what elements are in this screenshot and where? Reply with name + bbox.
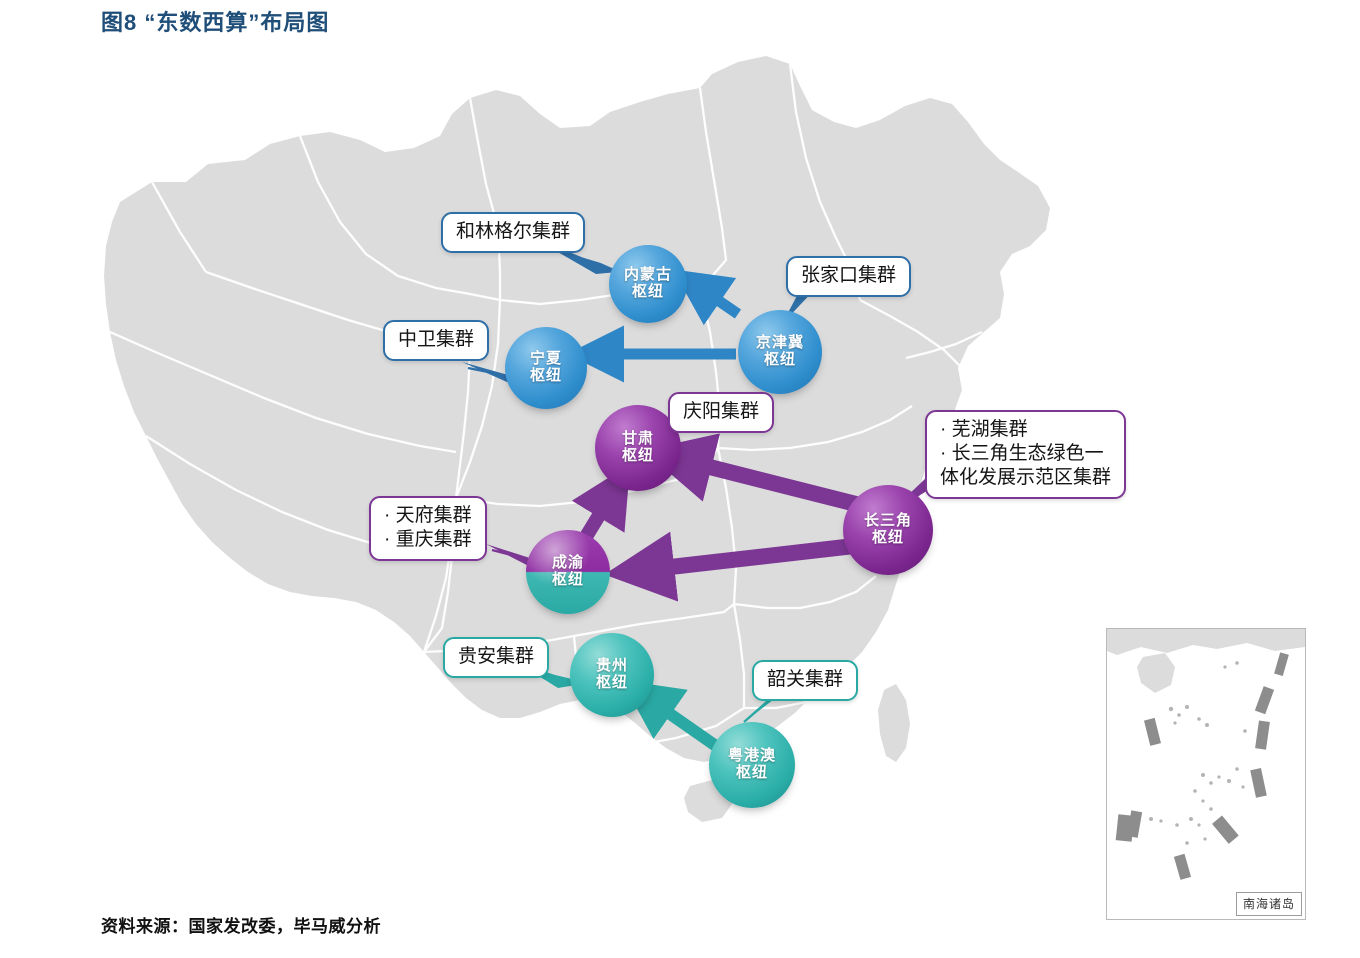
map-canvas: 内蒙古 枢纽 京津冀 枢纽 宁夏 枢纽 甘肃 枢纽 长三角 枢纽 成渝 枢纽 贵… [0,32,1360,920]
flow-arrows [567,269,858,751]
hub-node-changsanjiao[interactable]: 长三角 枢纽 [843,485,933,575]
hub-node-ningxia[interactable]: 宁夏 枢纽 [505,327,587,409]
callout-line: · 芜湖集群 [940,419,1028,440]
callout-line: 韶关集群 [767,669,844,690]
callout-line: 张家口集群 [801,265,897,286]
south-china-sea-inset: 南海诸岛 [1106,628,1306,920]
china-landmass [104,56,1050,822]
callout-shaoguan[interactable]: 韶关集群 [752,660,859,701]
source-note: 资料来源：国家发改委，毕马威分析 [101,917,381,936]
callout-helingeer[interactable]: 和林格尔集群 [441,212,586,253]
callout-qingyang[interactable]: 庆阳集群 [668,392,775,433]
hub-node-guizhou[interactable]: 贵州 枢纽 [570,633,654,717]
callout-zhangjiakou[interactable]: 张家口集群 [786,256,912,297]
china-map-graphic [104,56,1050,822]
hub-label-line2: 枢纽 [595,674,628,691]
hub-label-line1: 京津冀 [755,334,804,352]
hub-label-line1: 贵州 [595,657,628,675]
callout-line: 中卫集群 [398,329,475,350]
callout-chengyu-clusters[interactable]: · 天府集群 · 重庆集群 [369,496,487,561]
callout-zhongwei[interactable]: 中卫集群 [383,320,490,361]
hub-label-line2: 枢纽 [763,351,796,368]
hub-node-jingjinji[interactable]: 京津冀 枢纽 [738,310,822,394]
hub-label-line1: 宁夏 [529,350,562,368]
south-china-sea-graphic [1107,629,1305,880]
hub-node-chengyu[interactable]: 成渝 枢纽 [526,530,610,614]
hub-label-line1: 甘肃 [621,430,654,448]
flow-yuegangao-guizhou [621,680,720,751]
flow-chengyu-gansu [571,464,631,544]
south-china-sea-label: 南海诸岛 [1235,892,1302,916]
callout-guian[interactable]: 贵安集群 [443,637,550,678]
hub-label-line2: 枢纽 [631,283,664,300]
hub-label-line1: 成渝 [551,554,584,572]
page-title: 图8 “东数西算”布局图 [101,10,330,35]
hub-node-yuegangao[interactable]: 粤港澳 枢纽 [709,722,795,808]
callout-line: · 天府集群 [384,505,472,526]
callout-line: 贵安集群 [458,646,535,667]
hub-label-line1: 长三角 [863,512,912,530]
callout-line: 体化发展示范区集群 [940,466,1112,488]
callout-line: · 重庆集群 [384,528,472,550]
hub-label-line2: 枢纽 [621,447,654,464]
hub-node-neimenggu[interactable]: 内蒙古 枢纽 [609,245,687,323]
callout-line: · 长三角生态绿色一 [940,442,1104,464]
flow-jingjinji-neimenggu [672,269,742,326]
callout-yangtze-clusters[interactable]: · 芜湖集群 · 长三角生态绿色一 体化发展示范区集群 [925,410,1127,499]
callout-line: 和林格尔集群 [456,221,571,242]
hub-label-line2: 枢纽 [871,529,904,546]
hub-label-line1: 粤港澳 [727,747,776,765]
hub-label-line1: 内蒙古 [623,266,672,284]
flow-changsanjiao-gansu [643,433,858,512]
callout-line: 庆阳集群 [683,401,760,422]
flow-changsanjiao-chengyu [604,531,855,602]
hub-label-line2: 枢纽 [529,367,562,384]
hub-label-line2: 枢纽 [551,571,584,588]
hub-label-line2: 枢纽 [735,764,768,781]
